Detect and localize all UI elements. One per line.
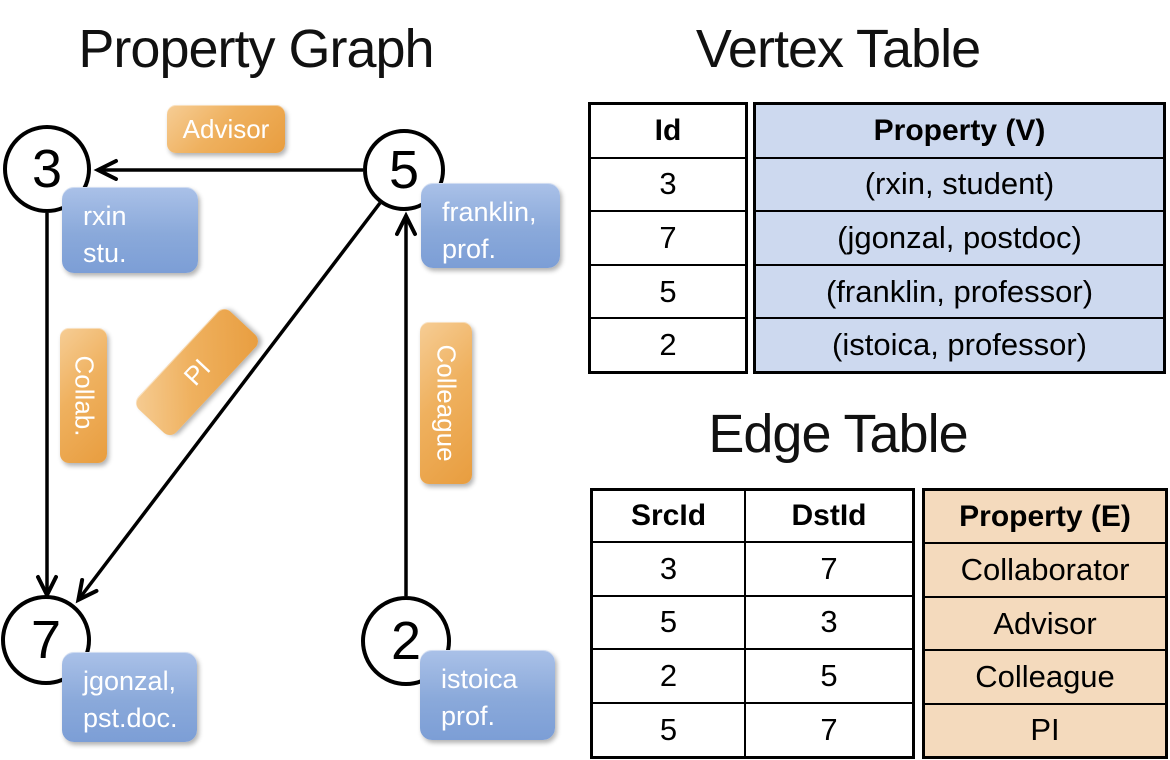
table-cell: 3 <box>593 542 746 597</box>
edge-label-colleague: Colleague <box>420 322 472 484</box>
graph-edges-arrows <box>36 159 417 604</box>
table-cell: 7 <box>820 712 838 748</box>
table-cell: 2 <box>659 327 677 363</box>
edge-label-text: Collab. <box>69 355 99 436</box>
property-line: prof. <box>441 701 496 731</box>
table-cell: 5 <box>591 266 745 320</box>
property-line: jgonzal, <box>83 666 177 696</box>
vertex-table-id-column: Id 3 7 5 2 <box>588 102 748 374</box>
property-line: stu. <box>83 238 127 268</box>
table-cell: Colleague <box>925 651 1165 705</box>
node-id-label: 7 <box>30 610 62 670</box>
edge-label-collab: Collab. <box>60 328 107 463</box>
table-cell: 7 <box>746 543 912 597</box>
node-id-label: 2 <box>390 611 422 671</box>
property-line: pst.doc. <box>83 703 178 733</box>
edge-table-id-columns: SrcId DstId 3 7 5 3 2 5 5 7 <box>590 488 915 759</box>
edge-table-title: Edge Table <box>708 404 968 464</box>
edge-table-property-header: Property (E) <box>925 491 1165 545</box>
table-cell: 2 <box>593 650 746 705</box>
vertex-table-property-column: Property (V) (rxin, student) (jgonzal, p… <box>753 102 1166 374</box>
table-cell: Advisor <box>925 597 1165 652</box>
node-property-box-franklin: franklin, prof. <box>421 183 560 268</box>
property-line: istoica <box>441 664 518 694</box>
table-cell: 5 <box>593 596 746 651</box>
table-cell: 5 <box>746 650 912 705</box>
property-graph-title: Property Graph <box>78 19 434 79</box>
edge-label-text: Advisor <box>182 113 270 144</box>
node-property-box-jgonzal: jgonzal, pst.doc. <box>62 652 197 742</box>
table-cell: (jgonzal, postdoc) <box>756 212 1163 266</box>
table-cell: Collaborator <box>925 544 1165 598</box>
graph-node-2: 2 <box>361 596 451 686</box>
table-cell: (rxin, student) <box>756 158 1163 213</box>
table-cell: 3 <box>591 159 745 213</box>
edge-label-text: Colleague <box>431 344 462 462</box>
edge-arrow-5-to-7 <box>75 201 382 604</box>
node-property-box-rxin: rxin stu. <box>62 187 198 273</box>
table-cell: (franklin, professor) <box>756 265 1163 320</box>
vertex-table-id-header: Id <box>591 105 745 159</box>
node-id-label: 3 <box>31 139 63 199</box>
property-line: rxin <box>83 201 127 231</box>
table-cell: 3 <box>746 597 912 651</box>
edge-table-dstid-header: DstId <box>746 491 912 543</box>
vertex-table-property-header: Property (V) <box>756 105 1163 159</box>
edge-label-advisor: Advisor <box>167 105 285 153</box>
edge-table-srcid-header: SrcId <box>593 491 746 543</box>
vertex-table-title: Vertex Table <box>695 19 981 79</box>
table-cell: PI <box>925 704 1165 757</box>
edge-table-property-column: Property (E) Collaborator Advisor Collea… <box>922 488 1168 759</box>
graph-node-5: 5 <box>363 129 445 211</box>
table-cell: (istoica, professor) <box>756 319 1163 371</box>
node-property-box-istoica: istoica prof. <box>420 650 555 740</box>
edge-label-text: PI <box>177 352 216 391</box>
table-cell: 7 <box>591 212 745 266</box>
table-cell: 5 <box>593 704 746 756</box>
node-id-label: 5 <box>388 140 420 200</box>
property-line: franklin, <box>442 197 537 227</box>
property-line: prof. <box>442 234 497 264</box>
